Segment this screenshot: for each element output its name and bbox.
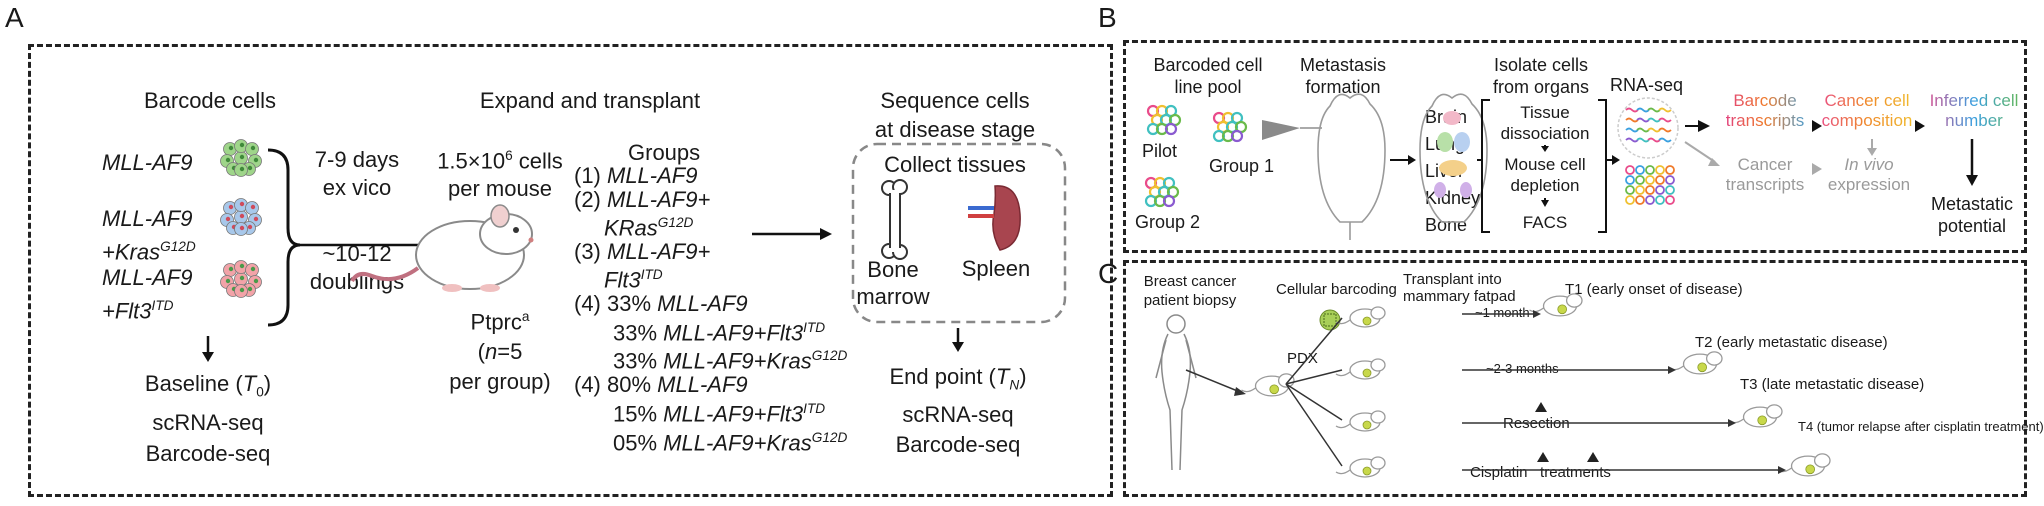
- group-line: 33% MLL-AF9+KrasG12D: [613, 348, 848, 374]
- cell-cluster-icon: [220, 198, 262, 236]
- cell-cluster-icon: [1212, 111, 1248, 143]
- barcoding-icon: [1319, 309, 1341, 331]
- ptprc-strain: Ptprca (n=5 per group): [449, 309, 551, 395]
- cisplatin-label: Cisplatin treatments: [1470, 464, 1611, 481]
- expand-transplant-title: Expand and transplant: [479, 88, 701, 113]
- mice-group-icon: [1335, 293, 1831, 478]
- panel-c-frame: [1123, 260, 2027, 497]
- panel-a-frame: [28, 44, 1113, 497]
- line-mll-af9-kras: MLL-AF9 +KrasG12D: [102, 206, 196, 265]
- cancer-transcripts-label: Cancer transcripts: [1725, 155, 1805, 194]
- group-line: (4) 80% MLL-AF9: [574, 372, 748, 398]
- one-month-label: ~1 month: [1475, 305, 1530, 320]
- in-vivo-expression-label: In vivo expression: [1827, 155, 1911, 194]
- bone-marrow-label: Bone marrow: [856, 257, 930, 309]
- cell-cluster-icon: [220, 139, 262, 177]
- cells-per-mouse: 1.5×106 cells per mouse: [437, 148, 563, 202]
- groups-title: Groups: [628, 140, 701, 165]
- cell-cluster-icon: [1144, 176, 1180, 208]
- group-line: (2) MLL-AF9+: [574, 186, 711, 212]
- panel-a-letter: A: [5, 2, 24, 33]
- t2-label: T2 (early metastatic disease): [1695, 334, 1888, 351]
- culture-duration: 7-9 days ex vico: [314, 147, 400, 200]
- rnaseq-label: RNA-seq: [1610, 75, 1684, 95]
- panel-c-letter: C: [1098, 258, 1119, 289]
- bone-icon: [881, 179, 908, 260]
- group-line: (3) MLL-AF9+: [574, 238, 711, 264]
- patient-icon: [1155, 314, 1197, 471]
- cell-cluster-icon: [1146, 104, 1182, 136]
- step-facs: FACS: [1522, 213, 1568, 232]
- spleen-label: Spleen: [961, 256, 1031, 281]
- step-mouse-depletion: Mouse cell depletion: [1504, 155, 1586, 195]
- two-three-months-label: ~2-3 months: [1486, 361, 1559, 376]
- t3-label: T3 (late metastatic disease): [1740, 376, 1925, 393]
- group-line: 33% MLL-AF9+Flt3ITD: [613, 319, 826, 345]
- group-line: KRasG12D: [604, 215, 694, 241]
- transcripts-icon: [1625, 107, 1672, 143]
- groups-list: (1) MLL-AF9 (2) MLL-AF9+ KRasG12D (3) ML…: [574, 164, 847, 454]
- barcoded-pool-label: Barcoded cell line pool: [1153, 55, 1263, 97]
- t1-label: T1 (early onset of disease): [1565, 281, 1743, 298]
- barcoding-label: Cellular barcoding: [1276, 281, 1397, 298]
- cell-cluster-icon: [220, 260, 262, 298]
- collect-tissues-label: Collect tissues: [884, 152, 1026, 177]
- barcode-grid-icon: [1625, 165, 1675, 205]
- end-point-label: End point (TN) scRNA-seq Barcode-seq: [889, 364, 1027, 458]
- group-line: Flt3ITD: [604, 267, 663, 293]
- transplant-label: Transplant into mammary fatpad: [1403, 271, 1516, 305]
- biopsy-label: Breast cancer patient biopsy: [1143, 273, 1237, 309]
- group-line: (1) MLL-AF9: [574, 163, 698, 188]
- mouse-icon: [350, 204, 534, 292]
- sequence-cells-title: Sequence cells at disease stage: [874, 88, 1036, 142]
- mouse-pdx-icon: [1241, 373, 1295, 397]
- panel-b-frame: [1123, 40, 2027, 253]
- group1-label: Group 1: [1209, 156, 1275, 176]
- mouse-metastasis-icon: [1419, 93, 1488, 223]
- mouse-outline-icon: [1317, 93, 1386, 240]
- spleen-icon: [968, 185, 1021, 251]
- barcode-cells-title: Barcode cells: [143, 88, 277, 113]
- pilot-label: Pilot: [1142, 141, 1178, 161]
- metastasis-label: Metastasis formation: [1299, 55, 1387, 97]
- group-line: 15% MLL-AF9+Flt3ITD: [613, 400, 826, 427]
- t4-label: T4 (tumor relapse after cisplatin treatm…: [1798, 419, 2044, 434]
- metastatic-potential-label: Metastatic potential: [1930, 194, 2014, 236]
- panel-b-letter: B: [1098, 2, 1117, 33]
- group-line: (4) 33% MLL-AF9: [574, 291, 748, 317]
- isolate-label: Isolate cells from organs: [1492, 55, 1590, 97]
- baseline-label: Baseline (T0) scRNA-seq Barcode-seq: [144, 371, 272, 467]
- pdx-label: PDX: [1287, 350, 1318, 367]
- step-tissue-dissociation: Tissue dissociation: [1500, 103, 1590, 143]
- group2-label: Group 2: [1135, 212, 1201, 232]
- group-line: 05% MLL-AF9+KrasG12D: [613, 429, 848, 455]
- line-mll-af9-flt3: MLL-AF9 +Flt3ITD: [102, 265, 193, 324]
- line-mll-af9: MLL-AF9: [102, 150, 193, 175]
